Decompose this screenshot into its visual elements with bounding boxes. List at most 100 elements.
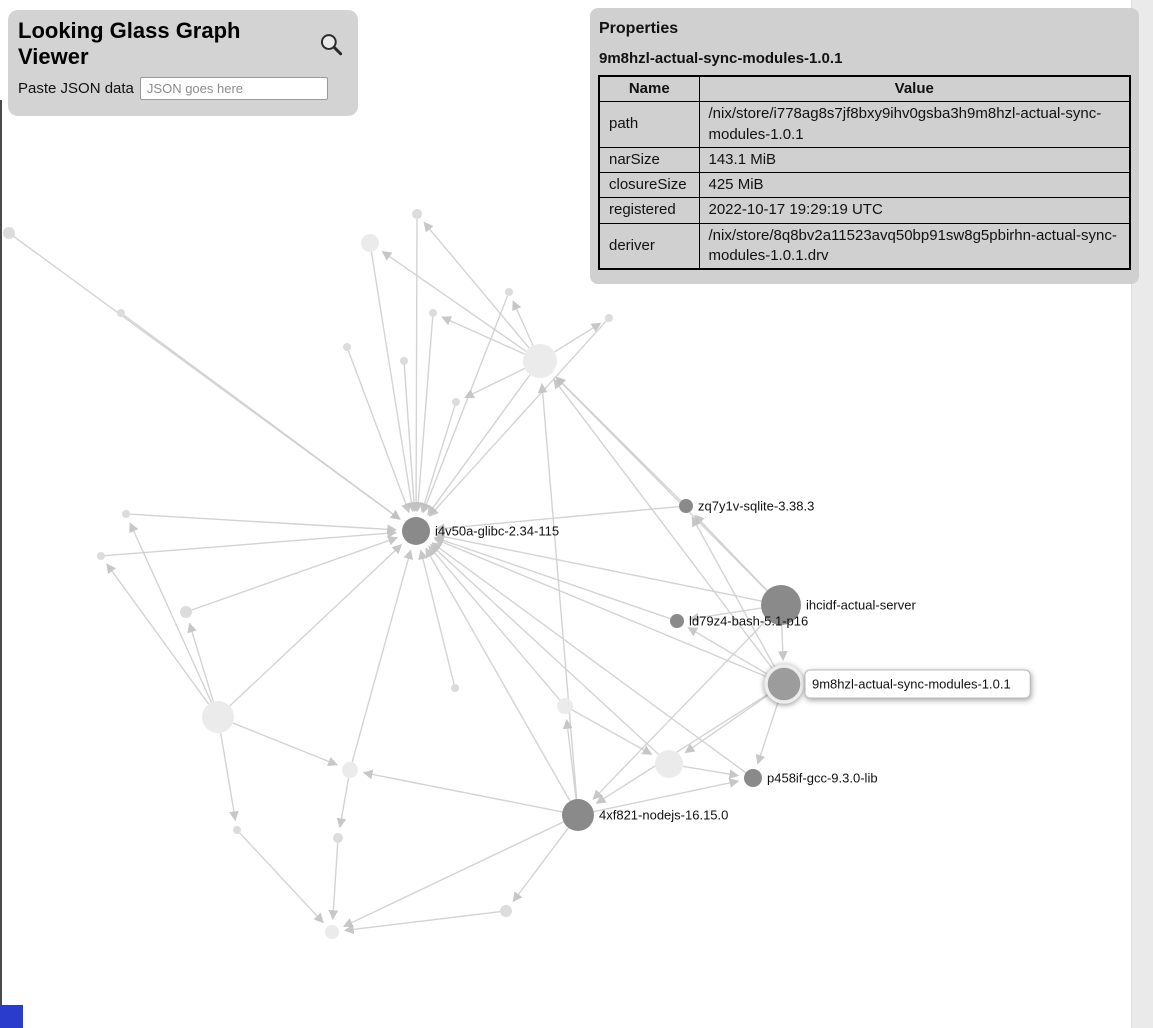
prop-value: /nix/store/8q8bv2a11523avq50bp91sw8g5pbi… <box>698 222 1131 270</box>
selected-node-name: 9m8hzl-actual-sync-modules-1.0.1 <box>599 50 843 67</box>
properties-panel: Properties 9m8hzl-actual-sync-modules-1.… <box>590 8 1139 284</box>
graph-edge <box>555 376 768 592</box>
graph-edge <box>123 314 401 520</box>
graph-node[interactable] <box>761 585 801 625</box>
graph-edge <box>688 607 762 623</box>
graph-edge <box>413 316 434 513</box>
edge-layer <box>13 218 788 935</box>
graph-edge <box>777 624 788 661</box>
graph-node[interactable] <box>180 606 192 618</box>
graph-node[interactable] <box>412 209 422 219</box>
graph-edge <box>433 537 768 678</box>
label-layer: i4v50a-glibc-2.34-115zq7y1v-sqlite-3.38.… <box>435 499 1031 823</box>
graph-edge <box>381 250 527 352</box>
graph-node[interactable] <box>500 905 512 917</box>
graph-node-selected[interactable] <box>764 664 804 704</box>
graph-node[interactable] <box>670 614 684 628</box>
graph-edge <box>434 531 762 602</box>
graph-node[interactable] <box>451 684 459 692</box>
graph-node[interactable] <box>122 510 130 518</box>
graph-edge <box>691 516 776 669</box>
graph-edge <box>684 693 770 754</box>
graph-node[interactable] <box>202 701 234 733</box>
graph-edge <box>595 693 770 804</box>
graph-edge <box>431 542 747 774</box>
graph-edge <box>129 513 398 535</box>
graph-node[interactable] <box>3 227 15 239</box>
graph-node[interactable] <box>117 309 125 317</box>
prop-value: 143.1 MiB <box>698 146 1131 174</box>
column-header-name: Name <box>598 75 700 103</box>
column-header-value: Value <box>698 75 1131 103</box>
left-edge-line <box>0 100 2 1005</box>
graph-node[interactable] <box>325 925 339 939</box>
table-row: registered 2022-10-17 19:29:19 UTC <box>598 197 1131 224</box>
node-label: 4xf821-nodejs-16.15.0 <box>599 808 728 823</box>
graph-node[interactable] <box>402 517 430 545</box>
graph-edge <box>592 618 768 800</box>
graph-edge <box>464 367 526 399</box>
paste-json-label: Paste JSON data <box>18 80 134 97</box>
graph-edge <box>411 218 421 512</box>
graph-node[interactable] <box>400 357 408 365</box>
graph-edge <box>343 911 501 935</box>
graph-edge <box>428 320 607 517</box>
graph-edge <box>512 827 569 903</box>
graph-node[interactable] <box>361 234 379 252</box>
graph-edge <box>239 832 324 924</box>
graph-edge <box>434 505 680 534</box>
graph-edge <box>571 709 653 755</box>
graph-edge <box>553 378 774 671</box>
graph-edge <box>593 778 740 813</box>
graph-edge <box>342 821 564 928</box>
graph-node[interactable] <box>333 833 343 843</box>
prop-value: /nix/store/i778ag8s7jf8bxy9ihv0gsba3h9m8… <box>698 101 1131 148</box>
graph-edge <box>433 535 671 620</box>
graph-edge <box>328 842 339 921</box>
node-label: ld79z4-bash-5.1-p16 <box>689 614 808 629</box>
graph-edge <box>418 549 455 685</box>
prop-name: deriver <box>598 222 700 270</box>
node-label: i4v50a-glibc-2.34-115 <box>435 524 559 539</box>
graph-node[interactable] <box>605 314 613 322</box>
prop-name: path <box>598 101 700 148</box>
graph-node[interactable] <box>233 826 241 834</box>
graph-edge <box>104 528 398 557</box>
graph-node[interactable] <box>505 288 513 296</box>
graph-edge <box>441 316 525 355</box>
graph-node[interactable] <box>342 762 358 778</box>
graph-node[interactable] <box>744 769 762 787</box>
graph-edge <box>106 563 210 705</box>
graph-edge <box>423 221 530 349</box>
graph-node[interactable] <box>429 309 437 317</box>
json-input[interactable] <box>139 77 328 100</box>
graph-node[interactable] <box>523 344 557 378</box>
graph-edge <box>232 722 338 767</box>
graph-node[interactable] <box>557 698 573 714</box>
graph-node[interactable] <box>679 499 693 513</box>
graph-node[interactable] <box>343 343 351 351</box>
table-row: closureSize 425 MiB <box>598 171 1131 199</box>
header-panel: Looking Glass Graph Viewer Paste JSON da… <box>8 10 358 116</box>
table-header-row: Name Value <box>598 75 1131 103</box>
graph-edge <box>427 374 531 516</box>
graph-node[interactable] <box>97 552 105 560</box>
graph-edge <box>336 777 350 829</box>
prop-name: closureSize <box>598 171 700 199</box>
magnifier-icon <box>321 34 343 56</box>
graph-edge <box>229 544 403 707</box>
graph-node[interactable] <box>452 398 460 406</box>
graph-node[interactable] <box>562 799 594 831</box>
graph-edge <box>129 522 213 703</box>
graph-edge <box>512 300 534 346</box>
node-label: 9m8hzl-actual-sync-modules-1.0.1 <box>812 677 1011 692</box>
graph-edge <box>419 405 456 513</box>
prop-value: 2022-10-17 19:29:19 UTC <box>698 197 1131 224</box>
graph-node[interactable] <box>655 750 683 778</box>
graph-edge <box>554 322 602 353</box>
node-label: ihcidf-actual-server <box>806 598 916 613</box>
graph-edge <box>347 350 411 514</box>
graph-edge <box>362 769 563 813</box>
graph-edge <box>537 382 578 800</box>
